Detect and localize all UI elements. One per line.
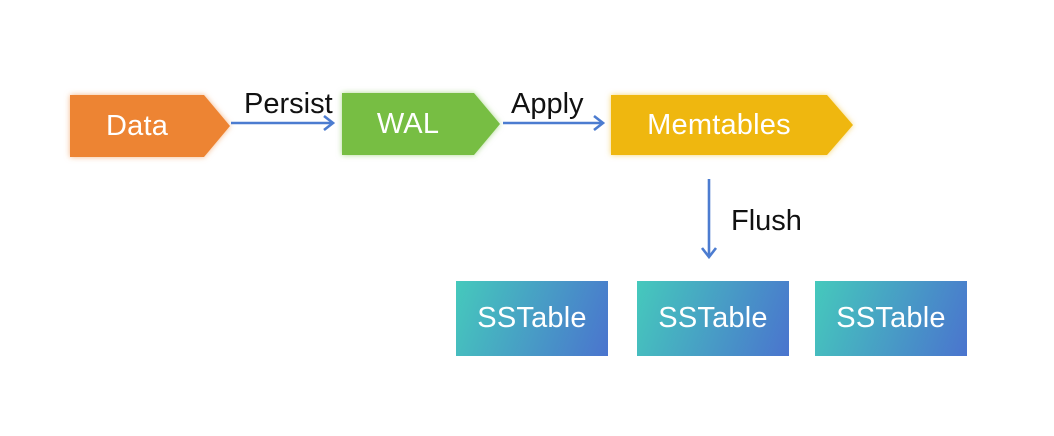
node-sstable-3-label: SSTable — [836, 302, 946, 334]
node-sstable-2: SSTable — [637, 281, 789, 356]
node-sstable-3: SSTable — [815, 281, 967, 356]
node-sstable-1-label: SSTable — [477, 302, 587, 334]
node-sstable-2-label: SSTable — [658, 302, 768, 334]
node-wal: WAL — [342, 93, 500, 155]
node-memtables-label: Memtables — [647, 108, 791, 141]
node-sstable-1: SSTable — [456, 281, 608, 356]
edge-flush-label: Flush — [731, 205, 802, 237]
node-wal-label: WAL — [376, 107, 440, 140]
edge-apply-label: Apply — [511, 88, 584, 120]
edge-persist-label: Persist — [244, 88, 333, 120]
apply-arrow-icon — [503, 114, 606, 132]
node-data-shape: Data — [70, 95, 230, 157]
node-memtables-shape: Memtables — [611, 95, 853, 155]
node-memtables: Memtables — [611, 95, 853, 155]
node-data-label: Data — [105, 109, 169, 142]
node-wal-shape: WAL — [342, 93, 500, 155]
node-data: Data — [70, 95, 230, 157]
persist-arrow-icon — [231, 114, 336, 132]
flush-arrow-icon — [700, 179, 718, 260]
